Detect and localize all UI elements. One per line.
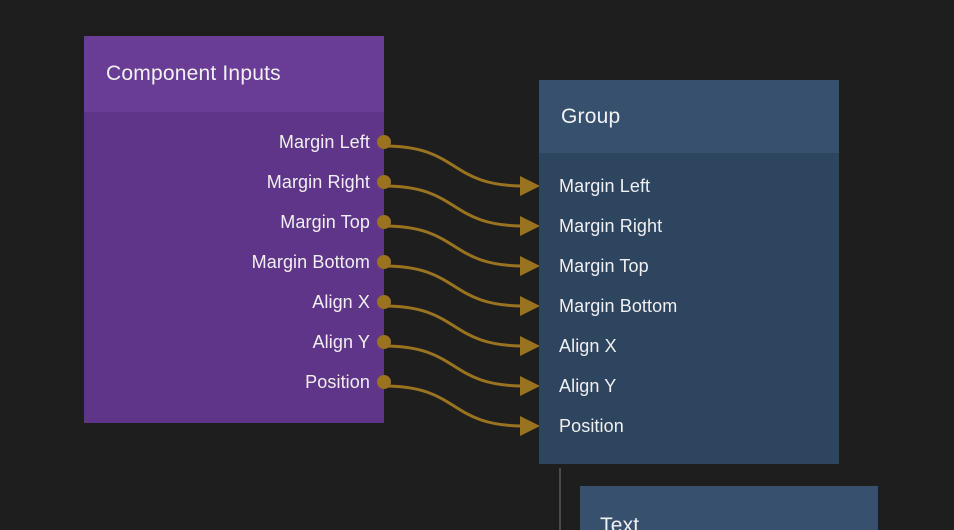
port-row[interactable]: Align Y (84, 322, 391, 362)
port-row[interactable]: Margin Left (539, 166, 839, 206)
node-component-inputs-header[interactable]: Component Inputs (84, 36, 384, 112)
port-label: Align Y (559, 375, 617, 396)
node-group-header[interactable]: Group (539, 80, 839, 153)
port-row[interactable]: Margin Bottom (539, 286, 839, 326)
port-label: Margin Bottom (251, 251, 370, 272)
node-text-title: Text (600, 514, 640, 530)
node-group-title: Group (561, 104, 621, 128)
port-label: Margin Left (278, 131, 370, 152)
port-label: Margin Bottom (559, 295, 678, 316)
connection-wire (382, 384, 526, 428)
group-stem-line (559, 468, 561, 530)
port-label: Position (305, 371, 370, 392)
port-row[interactable]: Margin Top (84, 202, 391, 242)
connection-wire (382, 224, 526, 268)
port-row[interactable]: Align X (539, 326, 839, 366)
connection-arrowhead-icon (520, 256, 540, 276)
port-row[interactable]: Margin Right (539, 206, 839, 246)
port-label: Margin Right (559, 215, 663, 236)
node-text[interactable]: Text (580, 486, 878, 530)
port-row[interactable]: Margin Top (539, 246, 839, 286)
connection-wire (382, 304, 526, 348)
connection-arrowhead-icon (520, 376, 540, 396)
port-row[interactable]: Margin Right (84, 162, 391, 202)
connection-arrowhead-icon (520, 336, 540, 356)
port-dot-icon[interactable] (377, 215, 391, 229)
node-component-inputs-title: Component Inputs (106, 62, 281, 85)
port-label: Margin Top (280, 211, 370, 232)
port-label: Margin Top (559, 255, 649, 276)
port-label: Margin Right (266, 171, 370, 192)
port-dot-icon[interactable] (377, 295, 391, 309)
connection-arrowhead-icon (520, 176, 540, 196)
port-row[interactable]: Align X (84, 282, 391, 322)
port-row[interactable]: Align Y (539, 366, 839, 406)
port-row[interactable]: Margin Left (84, 122, 391, 162)
port-label: Align X (559, 335, 617, 356)
port-row[interactable]: Margin Bottom (84, 242, 391, 282)
connection-arrowhead-icon (520, 216, 540, 236)
port-dot-icon[interactable] (377, 375, 391, 389)
port-dot-icon[interactable] (377, 335, 391, 349)
port-dot-icon[interactable] (377, 255, 391, 269)
port-dot-icon[interactable] (377, 175, 391, 189)
port-label: Position (559, 415, 624, 436)
connection-wire (382, 184, 526, 228)
port-row[interactable]: Position (539, 406, 839, 446)
connection-wire (382, 344, 526, 388)
port-label: Margin Left (559, 175, 651, 196)
port-label: Align Y (312, 331, 370, 352)
port-row[interactable]: Position (84, 362, 391, 402)
connection-arrowhead-icon (520, 416, 540, 436)
port-dot-icon[interactable] (377, 135, 391, 149)
port-label: Align X (312, 291, 370, 312)
node-text-header[interactable]: Text (580, 486, 878, 530)
connection-wire (382, 264, 526, 308)
connection-arrowhead-icon (520, 296, 540, 316)
connection-wire (382, 144, 526, 188)
